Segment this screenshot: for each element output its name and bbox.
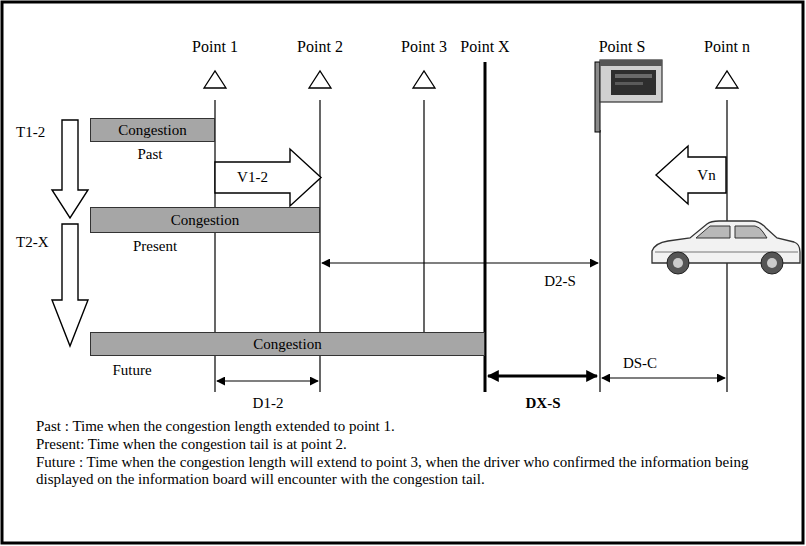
point-label: Point 3 — [401, 38, 447, 56]
time-label: T2-X — [16, 234, 49, 251]
time-point-label: Future — [112, 362, 151, 379]
distance-arrow — [217, 380, 318, 381]
distance-label: D1-2 — [253, 395, 284, 412]
time-arrow — [52, 120, 88, 218]
distance-label: DS-C — [623, 355, 657, 372]
car-wheel — [667, 252, 689, 274]
distance-label: DX-S — [525, 395, 560, 412]
information-board — [595, 60, 662, 132]
point-label: Point S — [599, 38, 646, 56]
board-post — [595, 62, 600, 132]
point-line — [599, 130, 600, 392]
point-label: Point 2 — [297, 38, 343, 56]
speed-arrow: Vn — [655, 145, 727, 205]
board-screen-line — [615, 82, 643, 85]
arrow-shape — [215, 148, 322, 207]
time-arrow — [52, 224, 88, 346]
car — [652, 221, 800, 274]
distance-arrow — [322, 262, 598, 263]
distance-label: D2-S — [544, 273, 576, 290]
point-triangle — [413, 71, 435, 88]
node-text: V1-2 — [237, 169, 268, 186]
board-screen — [611, 70, 656, 95]
point-triangle — [309, 71, 331, 88]
speed-arrow: V1-2 — [215, 148, 322, 207]
congestion-band: Congestion — [90, 118, 215, 142]
node-text: Congestion — [253, 336, 321, 353]
node-text: Congestion — [118, 122, 186, 139]
time-point-label: Present — [133, 238, 177, 255]
note-text: Future : Time when the congestion length… — [36, 454, 788, 489]
point-line — [423, 100, 424, 345]
point-triangle — [204, 71, 226, 88]
point-label: Point n — [704, 38, 750, 56]
car-wheel — [761, 252, 783, 274]
distance-arrow — [602, 377, 725, 378]
car-window — [696, 226, 730, 238]
board-top — [600, 60, 662, 66]
congestion-band: Congestion — [90, 207, 320, 233]
board-screen-line — [615, 74, 652, 78]
congestion-band: Congestion — [90, 332, 485, 356]
note-text: Present: Time when the congestion tail i… — [36, 436, 347, 453]
point-label: Point 1 — [192, 38, 238, 56]
time-label: T1-2 — [16, 124, 45, 141]
arrow-text-box: Vn — [688, 157, 725, 193]
note-text: Past : Time when the congestion length e… — [36, 418, 395, 435]
arrow-text-box: V1-2 — [215, 162, 290, 193]
distance-arrow — [488, 375, 597, 378]
arrow-shape — [655, 145, 727, 205]
point-triangle — [716, 71, 738, 88]
time-point-label: Past — [137, 146, 162, 163]
car-window — [735, 226, 767, 238]
node-text: Vn — [697, 167, 715, 184]
arrow-outline — [215, 149, 321, 206]
node-text: Congestion — [171, 212, 239, 229]
arrow-outline — [656, 146, 726, 204]
board-panel — [600, 60, 662, 102]
point-label: Point X — [460, 38, 509, 56]
car-hub — [767, 258, 777, 268]
car-hub — [673, 258, 683, 268]
